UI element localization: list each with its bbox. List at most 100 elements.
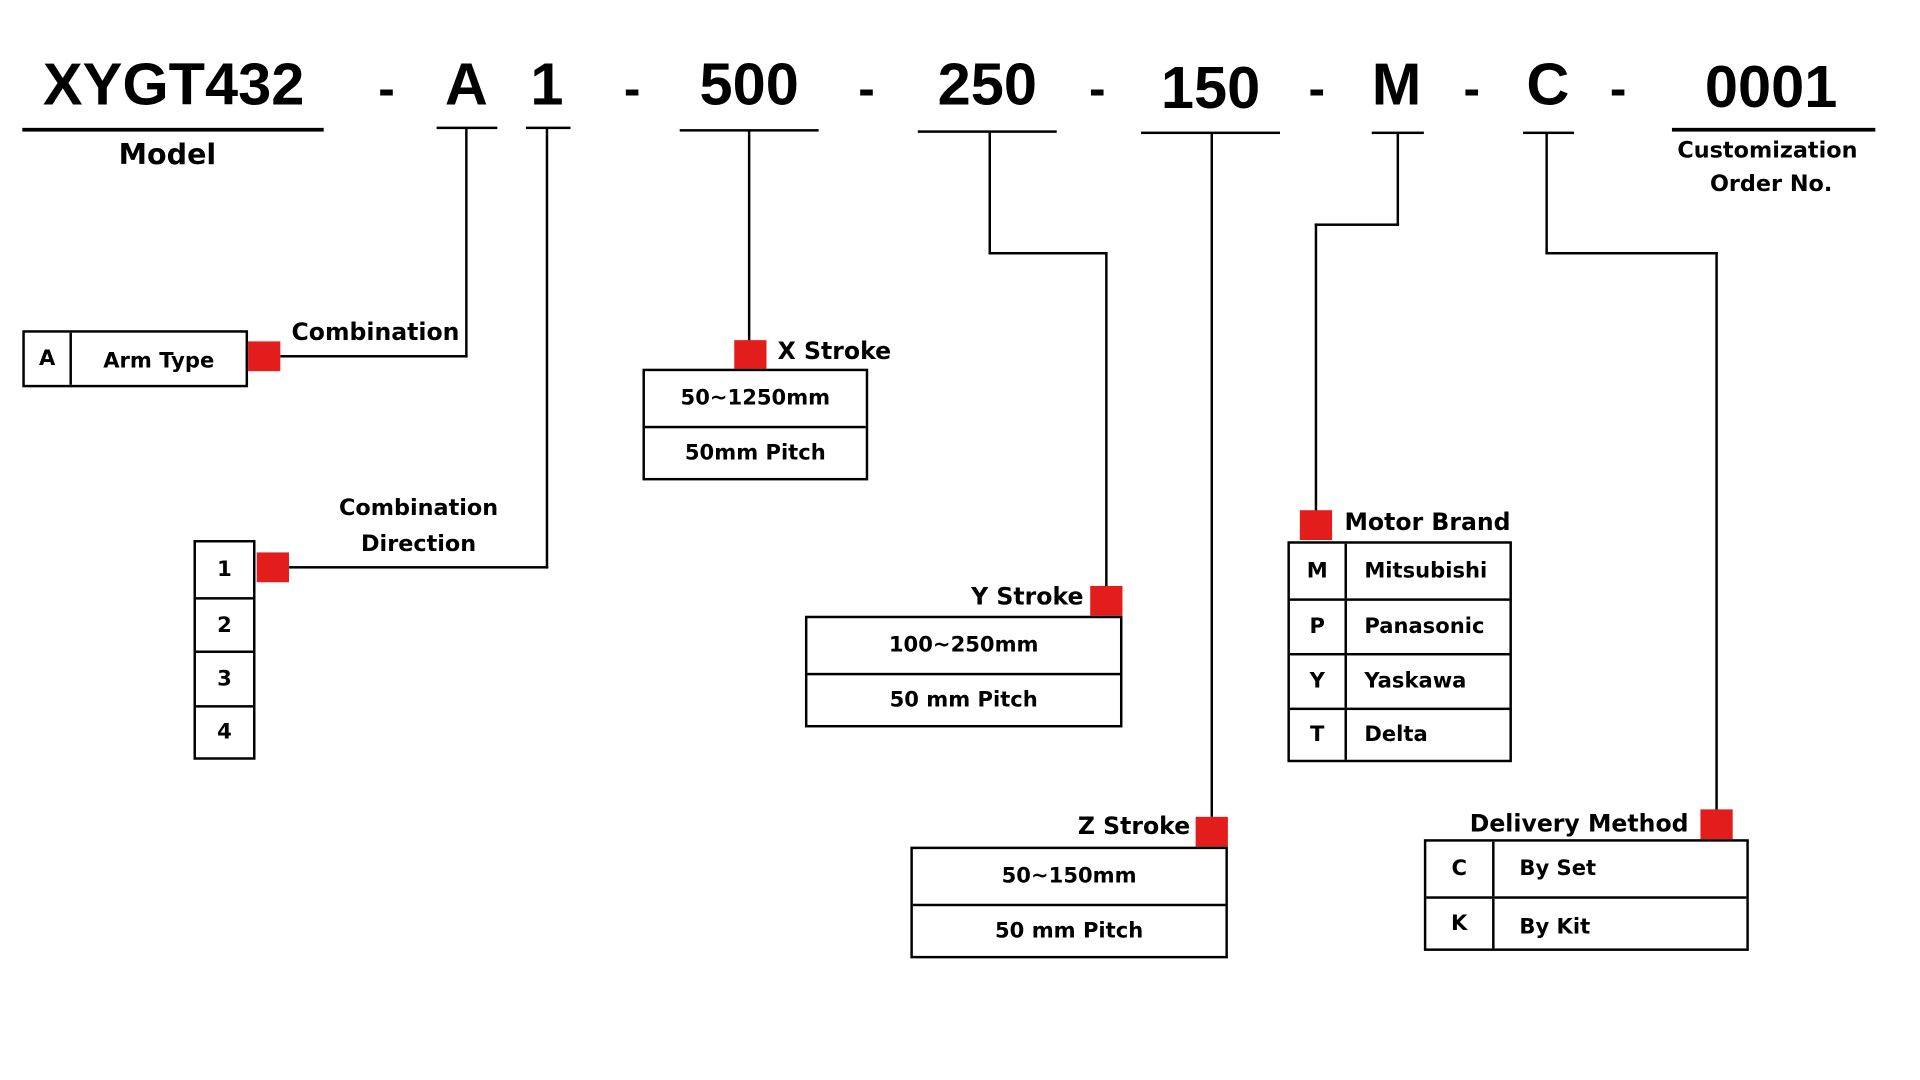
separator: - xyxy=(378,62,395,117)
connector-direction xyxy=(545,127,549,569)
x-stroke-range: 50~1250mm xyxy=(680,386,831,411)
direction-row: 4 xyxy=(195,705,254,757)
x-stroke-title: X Stroke xyxy=(777,337,892,365)
delivery-value: By Kit xyxy=(1519,914,1591,940)
motor-key: Y xyxy=(1290,655,1347,708)
code-y-stroke: 250 xyxy=(937,52,1037,118)
marker-y-stroke xyxy=(1090,585,1123,616)
y-stroke-table: 100~250mm 50 mm Pitch xyxy=(804,615,1123,728)
marker-combination xyxy=(248,341,281,372)
z-stroke-row: 50 mm Pitch xyxy=(912,903,1226,956)
delivery-underline xyxy=(1523,131,1574,135)
y-stroke-row: 50 mm Pitch xyxy=(807,672,1120,725)
combination-table: A Arm Type xyxy=(22,330,249,388)
code-order-no: 0001 xyxy=(1704,54,1838,121)
code-arm: A xyxy=(444,52,488,118)
direction-table: 1 2 3 4 xyxy=(193,540,256,760)
z-stroke-range: 50~150mm xyxy=(1001,864,1137,889)
code-model: XYGT432 xyxy=(42,52,305,118)
connector-z-stroke xyxy=(1210,132,1214,817)
motor-brand-row: P Panasonic xyxy=(1289,598,1510,653)
combination-row: A Arm Type xyxy=(25,332,246,385)
delivery-row: K By Kit xyxy=(1426,896,1747,949)
marker-delivery-method xyxy=(1700,809,1733,840)
code-direction: 1 xyxy=(530,52,564,118)
y-stroke-underline xyxy=(917,130,1057,133)
motor-brand-table: M Mitsubishi P Panasonic Y Yaskawa T Del… xyxy=(1287,541,1512,763)
connector-motor xyxy=(1396,132,1400,226)
connector-arm xyxy=(465,127,468,358)
connector-arm xyxy=(280,355,468,358)
y-stroke-title: Y Stroke xyxy=(971,583,1084,611)
order-caption-line1: Customization xyxy=(1677,137,1858,164)
x-stroke-row: 50mm Pitch xyxy=(644,425,866,478)
motor-key: T xyxy=(1290,710,1347,760)
delivery-value: By Set xyxy=(1519,856,1597,882)
separator: - xyxy=(858,62,875,117)
motor-brand-row: M Mitsubishi xyxy=(1290,543,1510,599)
motor-key: P xyxy=(1290,600,1347,653)
direction-row: 2 xyxy=(195,597,254,650)
combination-value: Arm Type xyxy=(103,348,215,374)
motor-brand-row: T Delta xyxy=(1289,707,1510,760)
delivery-row: C By Set xyxy=(1426,841,1746,897)
motor-value: Delta xyxy=(1364,722,1428,748)
motor-brand-row: Y Yaskawa xyxy=(1289,652,1510,708)
delivery-method-table: C By Set K By Kit xyxy=(1423,839,1749,951)
direction-row: 3 xyxy=(195,650,254,705)
x-stroke-table: 50~1250mm 50mm Pitch xyxy=(642,368,869,481)
order-caption-line2: Order No. xyxy=(1709,171,1833,198)
code-x-stroke: 500 xyxy=(699,52,799,118)
separator: - xyxy=(1088,62,1106,117)
combination-key: A xyxy=(25,332,72,385)
code-delivery: C xyxy=(1526,52,1570,118)
connector-direction xyxy=(288,566,549,569)
direction-title-line2: Direction xyxy=(361,531,477,558)
code-motor: M xyxy=(1371,52,1422,118)
marker-motor-brand xyxy=(1299,510,1333,541)
motor-underline xyxy=(1371,131,1424,135)
connector-x-stroke xyxy=(747,130,751,344)
model-caption: Model xyxy=(118,139,217,172)
separator: - xyxy=(1308,62,1326,117)
separator: - xyxy=(1463,62,1481,117)
connector-y-stroke xyxy=(988,252,1108,255)
separator: - xyxy=(623,62,641,117)
delivery-key: C xyxy=(1426,841,1495,897)
connector-motor xyxy=(1314,223,1400,226)
marker-x-stroke xyxy=(734,340,767,370)
order-underline xyxy=(1671,127,1876,132)
combination-title: Combination xyxy=(291,319,460,347)
direction-option: 3 xyxy=(217,666,232,692)
y-stroke-range: 100~250mm xyxy=(888,633,1039,658)
motor-value: Yaskawa xyxy=(1364,669,1467,694)
y-stroke-pitch: 50 mm Pitch xyxy=(889,687,1038,713)
direction-title-line1: Combination xyxy=(339,495,499,522)
connector-motor xyxy=(1314,223,1318,512)
x-stroke-row: 50~1250mm xyxy=(645,371,866,426)
x-stroke-pitch: 50mm Pitch xyxy=(684,440,826,466)
z-stroke-row: 50~150mm xyxy=(913,849,1226,904)
model-underline xyxy=(22,127,324,132)
motor-key: M xyxy=(1290,543,1347,599)
marker-z-stroke xyxy=(1195,816,1228,847)
delivery-method-title: Delivery Method xyxy=(1469,810,1689,838)
z-stroke-title: Z Stroke xyxy=(1077,813,1191,841)
direction-option: 1 xyxy=(217,557,232,583)
direction-option: 4 xyxy=(217,720,232,745)
motor-value: Mitsubishi xyxy=(1364,558,1488,584)
delivery-key: K xyxy=(1426,898,1495,949)
connector-delivery xyxy=(1545,132,1548,255)
connector-delivery xyxy=(1715,252,1718,811)
z-stroke-table: 50~150mm 50 mm Pitch xyxy=(910,846,1228,959)
motor-value: Panasonic xyxy=(1364,614,1485,640)
z-stroke-pitch: 50 mm Pitch xyxy=(995,918,1144,944)
z-stroke-underline xyxy=(1141,131,1280,135)
connector-y-stroke xyxy=(1105,252,1108,588)
connector-y-stroke xyxy=(988,131,991,255)
direction-option: 2 xyxy=(217,612,232,638)
separator: - xyxy=(1609,62,1627,117)
y-stroke-row: 100~250mm xyxy=(807,618,1120,673)
marker-direction xyxy=(256,552,289,583)
